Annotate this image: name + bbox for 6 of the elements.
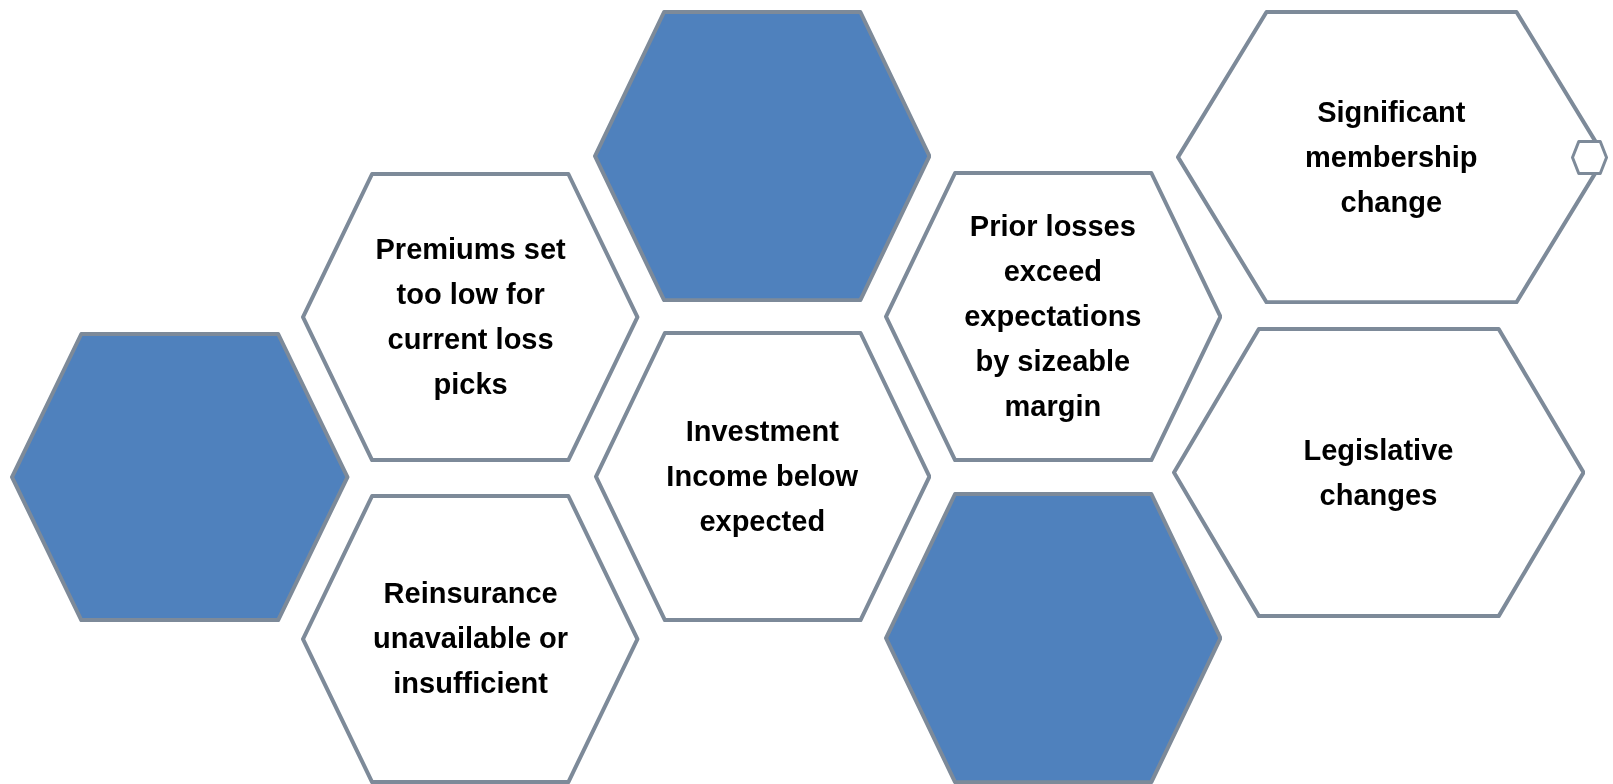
hexagon-label: Premiums set too low for current loss picks — [374, 231, 567, 402]
hexagon-label: Prior losses exceed expectations by sizeable margin — [963, 208, 1143, 424]
hexagon-label: Significant membership change — [1304, 94, 1479, 220]
hexagon-label: Investment Income below expected — [665, 414, 860, 540]
hexagon-label: Legislative changes — [1302, 432, 1455, 513]
hexagon-label: Reinsurance unavailable or insufficient — [372, 576, 570, 702]
